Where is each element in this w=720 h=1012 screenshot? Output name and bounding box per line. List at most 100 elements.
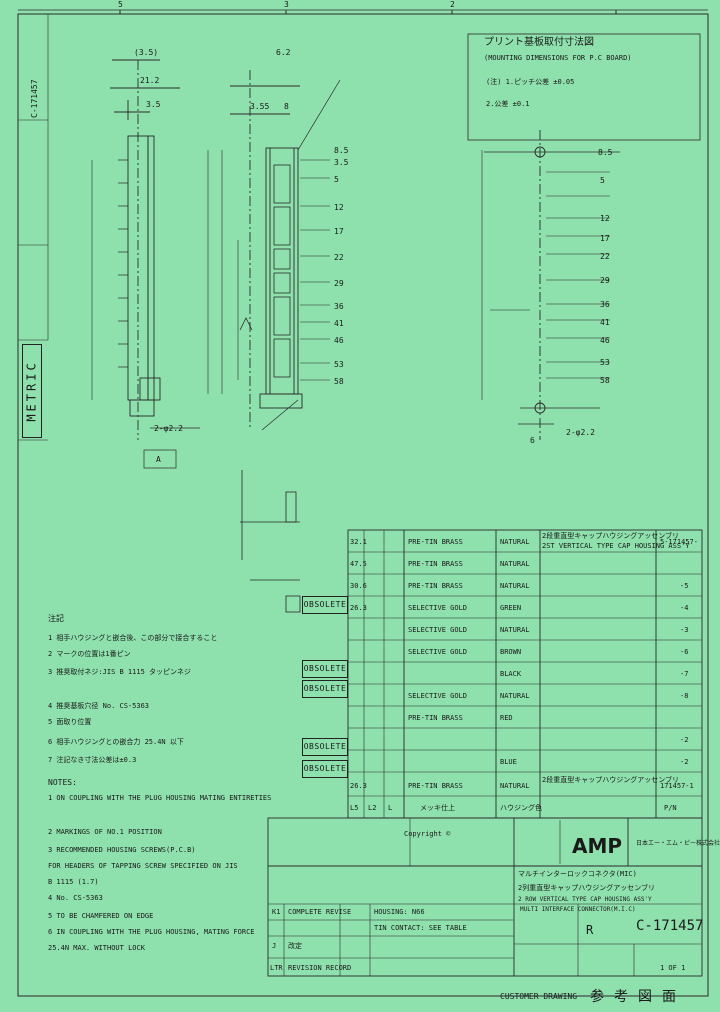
- note-jp-1: 1 相手ハウジングと嵌合後、この部分で接合すること: [48, 634, 218, 642]
- note-en-2: 2 MARKINGS OF NO.1 POSITION: [48, 828, 162, 836]
- row-4-plating: SELECTIVE GOLD: [408, 604, 468, 612]
- row-7-part: -7: [680, 670, 689, 678]
- side-dim-8-5: 8.5: [334, 146, 349, 155]
- row-5-plating: SELECTIVE GOLD: [408, 626, 468, 634]
- note-en-4: 4 No. CS-5363: [48, 894, 103, 902]
- row-3-color: NATURAL: [500, 582, 530, 590]
- row-3-part: -5: [680, 582, 689, 590]
- row-4-dims: 26.3: [350, 604, 367, 612]
- notes-jp-title: 注記: [48, 614, 64, 623]
- pcb-dim-46: 46: [600, 336, 610, 345]
- title-jp-2: 2列重直型キャップハウジングアッセンブリ: [518, 884, 656, 892]
- metric-box: METRIC: [22, 344, 42, 438]
- side-dim-36: 36: [334, 302, 344, 311]
- obsolete-stamp: OBSOLETE: [302, 660, 348, 678]
- note-en-6b: 25.4N MAX. WITHOUT LOCK: [48, 944, 145, 952]
- note-jp-6: 6 相手ハウジングとの嵌合力 25.4N 以下: [48, 738, 184, 746]
- datum-a: A: [156, 455, 161, 464]
- note-jp-3: 3 推奨取付ネジ:JIS B 1115 タッピンネジ: [48, 668, 191, 676]
- pcb-dim-12: 12: [600, 214, 610, 223]
- row-11-part: 171457-1: [660, 782, 694, 790]
- board-subtitle: (MOUNTING DIMENSIONS FOR P.C BOARD): [484, 54, 632, 62]
- side-dim-8: 8: [284, 102, 289, 111]
- size-letter: R: [586, 923, 594, 937]
- pcb-layout: [467, 33, 701, 440]
- pcb-dim-58: 58: [600, 376, 610, 385]
- front-dim-pitch: 21.2: [140, 76, 160, 85]
- row-2-plating: PRE-TIN BRASS: [408, 560, 463, 568]
- front-dim-offset: 3.5: [146, 100, 161, 109]
- side-dim-offset: 3.55: [250, 102, 270, 111]
- table-desc-top: 2段重直型キャップハウジングアッセンブリ: [542, 532, 680, 540]
- row-4-part: -4: [680, 604, 689, 612]
- rev-ltr-2: J: [272, 942, 277, 950]
- board-note-2: 2.公差 ±0.1: [486, 100, 530, 108]
- side-drawing-code: C-171457: [30, 79, 39, 118]
- header-plating: メッキ仕上: [420, 804, 455, 812]
- row-5-part: -3: [680, 626, 689, 634]
- note-en-3b: FOR HEADERS OF TAPPING SCREW SPECIFIED O…: [48, 862, 238, 870]
- pcb-dim-29: 29: [600, 276, 610, 285]
- row-1-color: NATURAL: [500, 538, 530, 546]
- title-en-2: MULTI INTERFACE CONNECTOR(M.I.C): [520, 906, 636, 913]
- note-en-3: 3 RECOMMENDED HOUSING SCREWS(P.C.B): [48, 846, 196, 854]
- pcb-dim-53: 53: [600, 358, 610, 367]
- pcb-dim-22: 22: [600, 252, 610, 261]
- side-dim-41: 41: [334, 319, 344, 328]
- amp-logo: AMP: [572, 834, 623, 858]
- rev-ltr-head: LTR: [270, 964, 283, 972]
- row-4-color: GREEN: [500, 604, 522, 612]
- zone-label-2: 2: [450, 0, 455, 9]
- header-dim-l2: L2: [368, 804, 377, 812]
- row-10-color: BLUE: [500, 758, 517, 766]
- pcb-dim-6: 6: [530, 436, 535, 445]
- side-dim-53: 53: [334, 360, 344, 369]
- sheet-border: [17, 13, 709, 997]
- row-5-color: NATURAL: [500, 626, 530, 634]
- title-en: 2 ROW VERTICAL TYPE CAP HOUSING ASS'Y: [518, 896, 652, 903]
- header-dim-l5: L5: [350, 804, 359, 812]
- obsolete-stamp: OBSOLETE: [302, 760, 348, 778]
- row-8-part: -8: [680, 692, 689, 700]
- row-1-dims: 32.1: [350, 538, 367, 546]
- row-3-plating: PRE-TIN BRASS: [408, 582, 463, 590]
- row-11-color: NATURAL: [500, 782, 530, 790]
- row-6-plating: SELECTIVE GOLD: [408, 648, 468, 656]
- board-title: プリント基板取付寸法図: [484, 37, 594, 48]
- side-dim-12: 12: [334, 203, 344, 212]
- note-jp-2: 2 マークの位置は1番ピン: [48, 650, 131, 658]
- header-part: P/N: [664, 804, 677, 812]
- side-dim-depth: 6.2: [276, 48, 291, 57]
- front-view: [91, 59, 200, 469]
- side-dim-5: 5: [334, 175, 339, 184]
- side-dim-58: 58: [334, 377, 344, 386]
- copyright: Copyright ©: [404, 830, 451, 838]
- front-dim-width: (3.5): [134, 48, 159, 57]
- pcb-dim-36: 36: [600, 300, 610, 309]
- note-en-3c: B 1115 (1.7): [48, 878, 99, 886]
- row-9-plating: PRE-TIN BRASS: [408, 714, 463, 722]
- row-11-plating: PRE-TIN BRASS: [408, 782, 463, 790]
- note-jp-5: 5 面取り位置: [48, 718, 92, 726]
- row-2-color: NATURAL: [500, 560, 530, 568]
- side-view: [207, 70, 341, 431]
- header-dim-l: L: [388, 804, 393, 812]
- header-color: ハウジング色: [500, 804, 542, 812]
- board-note-1: (注) 1.ピッチ公差 ±0.05: [486, 78, 575, 86]
- table-desc-bottom: 2段重直型キャップハウジングアッセンブリ: [542, 776, 680, 784]
- side-dim-22: 22: [334, 253, 344, 262]
- row-9-color: RED: [500, 714, 513, 722]
- row-1-plating: PRE-TIN BRASS: [408, 538, 463, 546]
- obsolete-stamp: OBSOLETE: [302, 596, 348, 614]
- side-dim-46: 46: [334, 336, 344, 345]
- row-1-part: 5-171457-: [660, 538, 698, 546]
- rev-desc-1: COMPLETE REVISE: [288, 908, 352, 916]
- front-dim-hole: 2-φ2.2: [154, 424, 183, 433]
- pcb-dim-8-5: 8.5: [598, 148, 613, 157]
- sheet-number: 1 OF 1: [660, 964, 686, 972]
- row-10-part: -2: [680, 758, 689, 766]
- footer-reference-drawing: 参考図面: [590, 989, 686, 1005]
- row-6-color: BROWN: [500, 648, 522, 656]
- note-en-5: 5 TO BE CHAMFERED ON EDGE: [48, 912, 154, 920]
- note-jp-4: 4 推奨基板穴径 No. CS-5363: [48, 702, 150, 710]
